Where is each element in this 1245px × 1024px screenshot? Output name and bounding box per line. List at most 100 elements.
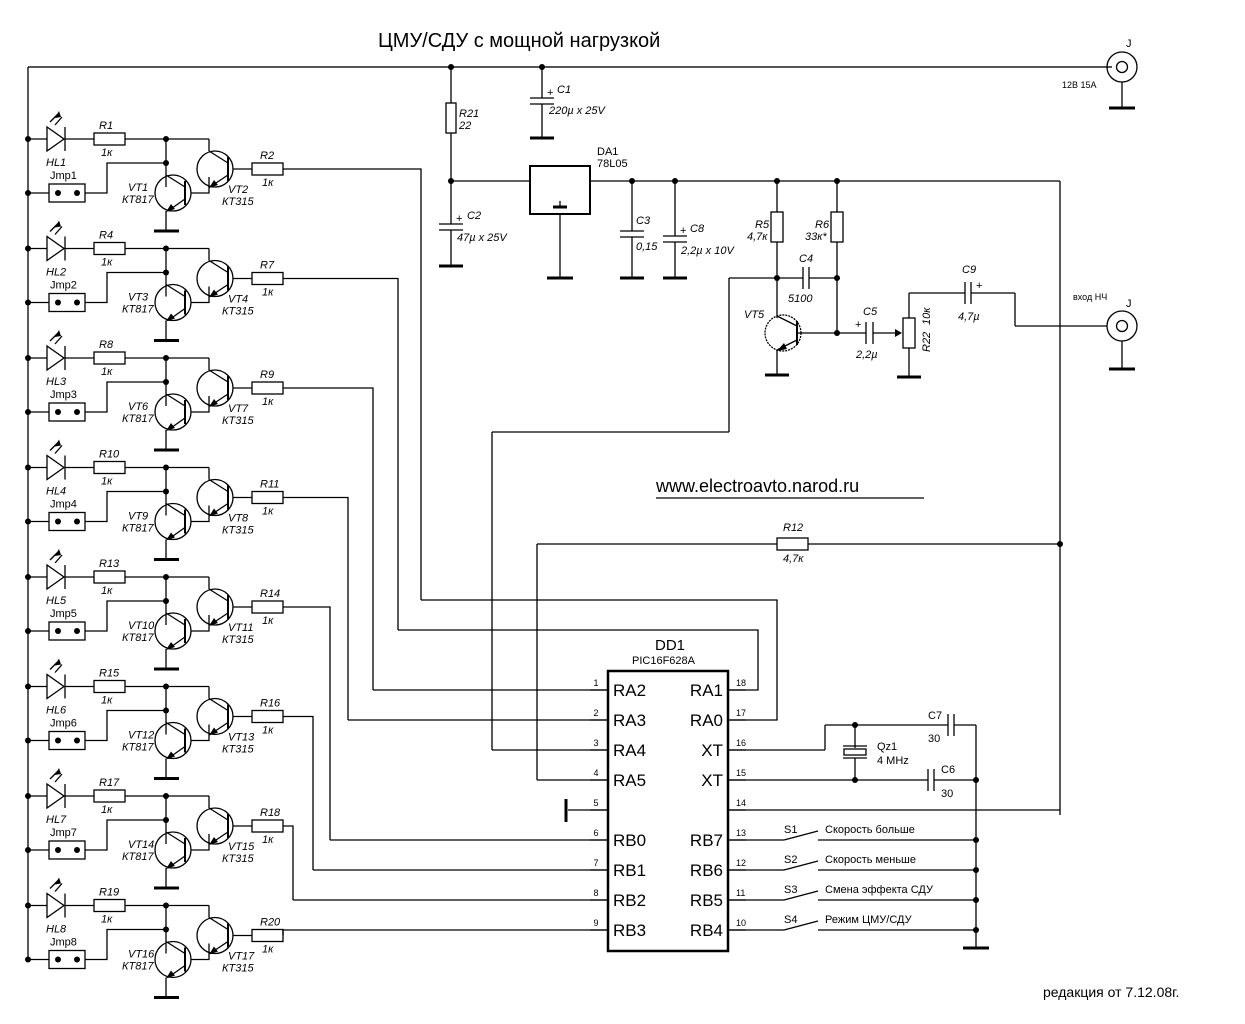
- mcu-ref: DD1: [655, 637, 685, 654]
- driver-transistor-type: КТ315: [222, 196, 254, 208]
- pin-number: 16: [736, 738, 746, 748]
- c8-value: 2,2µ x 10V: [680, 245, 735, 257]
- power-transistor-ref: VT3: [128, 292, 149, 304]
- drive-resistor-ref: R14: [260, 588, 280, 600]
- pin-name: RA2: [613, 681, 646, 700]
- power-jack-ref: J: [1126, 38, 1132, 50]
- driver-transistor: [196, 796, 234, 845]
- jumper-ref: Jmp2: [50, 280, 77, 292]
- pin-name: XT: [701, 741, 723, 760]
- power-transistor-type: КТ817: [122, 632, 154, 644]
- audio-jack-ref: J: [1126, 298, 1132, 310]
- drive-resistor-ref: R16: [260, 698, 281, 710]
- base-resistor-ref: R15: [99, 668, 120, 680]
- driver-transistor-type: КТ315: [222, 634, 254, 646]
- drive-resistor-value: 1к: [262, 725, 274, 737]
- power-transistor: [154, 393, 192, 452]
- power-transistor: [154, 831, 192, 890]
- pin-number: 1: [593, 678, 598, 688]
- switch-ref: S1: [784, 824, 797, 836]
- jumper[interactable]: [48, 840, 86, 860]
- jumper[interactable]: [48, 402, 86, 422]
- jumper[interactable]: [48, 511, 86, 532]
- pin-name: RB7: [690, 831, 723, 850]
- drive-resistor-ref: R11: [260, 479, 279, 491]
- pin-name: RB5: [690, 891, 723, 910]
- website-link[interactable]: www.electroavto.narod.ru: [655, 476, 859, 496]
- da1-value: 78L05: [597, 158, 628, 170]
- pin-number: 15: [736, 768, 746, 778]
- led-icon: [46, 330, 66, 372]
- driver-transistor: [196, 686, 234, 736]
- pin-name: XT: [701, 771, 723, 790]
- drive-resistor-ref: R2: [260, 150, 274, 162]
- c6-value: 30: [941, 788, 953, 800]
- led-ref: HL3: [46, 376, 67, 388]
- jumper[interactable]: [48, 292, 86, 313]
- pin-name: RA1: [690, 681, 723, 700]
- drive-resistor-value: 1к: [262, 615, 274, 627]
- r21-ref: R21: [459, 108, 479, 120]
- audio-jack: J вход НЧ: [1073, 292, 1138, 371]
- jumper[interactable]: [48, 730, 86, 751]
- driver-transistor-type: КТ315: [222, 963, 254, 975]
- jumper-ref: Jmp6: [50, 718, 77, 730]
- c6-ref: C6: [941, 764, 955, 776]
- signal-trace: [283, 496, 349, 720]
- power-transistor-ref: VT12: [128, 730, 154, 742]
- jumper[interactable]: [48, 621, 86, 641]
- jumper[interactable]: [48, 949, 86, 970]
- c4-value: 5100: [788, 293, 813, 305]
- c7-ref: C7: [928, 710, 942, 722]
- led-icon: [46, 768, 66, 810]
- led-icon: [46, 877, 66, 919]
- pin-number: 10: [736, 918, 746, 928]
- pin-number: 3: [593, 738, 598, 748]
- pin-number: 2: [593, 708, 598, 718]
- c1-value: 220µ x 25V: [548, 105, 607, 117]
- signal-trace: [283, 606, 331, 840]
- power-transistor-ref: VT16: [128, 949, 155, 961]
- pin-name: RB6: [690, 861, 723, 880]
- base-resistor-ref: R19: [99, 887, 119, 899]
- c5-value: 2,2µ: [855, 349, 878, 361]
- base-resistor-ref: R4: [99, 230, 113, 242]
- resistor-r21: R21 22: [445, 64, 479, 181]
- driver-transistor-type: КТ315: [222, 853, 254, 865]
- pin-number: 4: [593, 768, 598, 778]
- led-ref: HL8: [46, 924, 67, 936]
- c9-value: 4,7µ: [958, 311, 980, 323]
- pin-number: 13: [736, 828, 746, 838]
- switch-label: Скорость меньше: [825, 854, 916, 866]
- c4-ref: C4: [799, 253, 813, 265]
- c9-plus: +: [976, 280, 982, 292]
- resistor-r12: R12 4,7к: [536, 522, 1063, 780]
- c2-plus: +: [456, 213, 462, 225]
- power-transistor: [154, 174, 192, 233]
- led-ref: HL1: [46, 157, 66, 169]
- led-icon: [46, 111, 66, 153]
- power-transistor: [154, 721, 192, 780]
- signal-trace: [283, 168, 422, 600]
- jumper-ref: Jmp1: [50, 170, 77, 182]
- pin-name: RA4: [613, 741, 646, 760]
- qz1-ref: Qz1: [877, 741, 897, 753]
- led-ref: HL6: [46, 705, 67, 717]
- led-icon: [46, 439, 66, 481]
- jumper-ref: Jmp3: [50, 389, 77, 401]
- r22-value: 10к: [921, 307, 933, 325]
- driver-transistor-type: КТ315: [222, 744, 254, 756]
- jumper[interactable]: [48, 183, 86, 203]
- power-transistor: [154, 612, 192, 671]
- pin-number: 14: [736, 798, 746, 808]
- power-transistor-ref: VT10: [128, 620, 155, 632]
- pin-name: RB1: [613, 861, 646, 880]
